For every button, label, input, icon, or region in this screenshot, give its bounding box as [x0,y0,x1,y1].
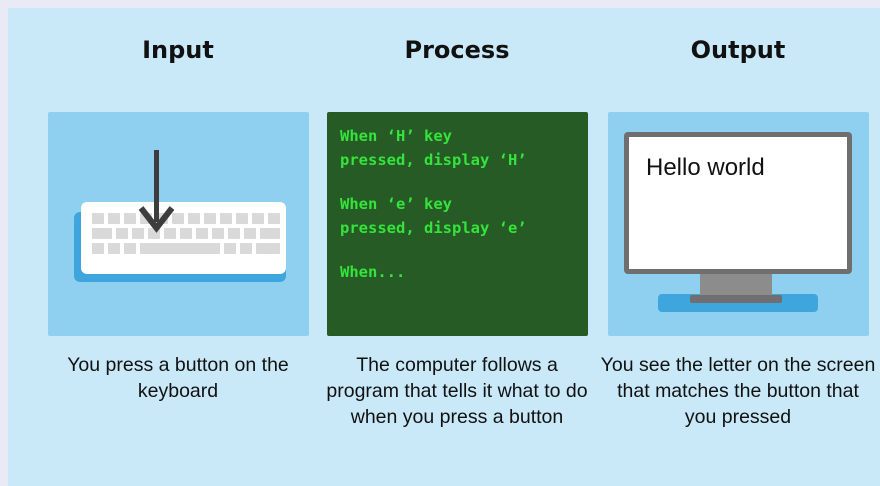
monitor-icon [624,132,852,312]
output-caption: You see the letter on the screen that ma… [600,354,876,428]
output-title: Output [690,36,786,64]
process-title: Process [404,36,510,64]
input-card [48,112,309,336]
input-caption: You press a button on the keyboard [67,354,289,402]
code-line: When ‘H’ key [340,127,452,145]
process-terminal: When ‘H’ key pressed, display ‘H’ When ‘… [327,112,588,336]
output-card [608,112,869,336]
code-line: When... [340,263,406,281]
diagram-panel: Input Process Output [8,8,880,486]
monitor-screen-text: Hello world [646,154,765,181]
code-line: When ‘e’ key [340,195,452,213]
code-line: pressed, display ‘e’ [340,219,527,237]
input-title: Input [142,36,214,64]
keyboard-icon [74,150,286,282]
code-line: pressed, display ‘H’ [340,151,527,169]
process-caption: The computer follows a program that tell… [326,354,588,428]
